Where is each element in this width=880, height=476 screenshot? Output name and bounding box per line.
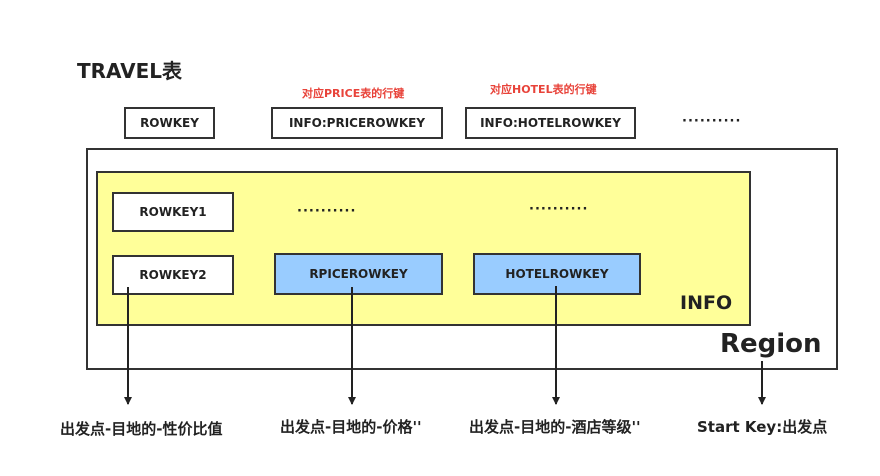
caption-price: 出发点-目地的-价格'' <box>280 418 422 436</box>
note-hotel-rowkey: 对应HOTEL表的行键 <box>490 83 597 96</box>
header-ellipsis: ·········· <box>682 114 742 129</box>
header-info-price-box: INFO:PRICEROWKEY <box>271 107 443 139</box>
caption-region-start-key: Start Key:出发点 <box>697 418 828 436</box>
region-label: Region <box>720 329 822 359</box>
row1-ellipsis-2: ·········· <box>529 202 589 217</box>
header-rowkey-box: ROWKEY <box>124 107 215 139</box>
header-info-hotel-box: INFO:HOTELROWKEY <box>465 107 636 139</box>
region-frame <box>86 148 838 370</box>
diagram-title: TRAVEL表 <box>77 59 183 83</box>
row1-ellipsis-1: ·········· <box>297 204 357 219</box>
rowkey2-box: ROWKEY2 <box>112 255 234 295</box>
caption-hotel: 出发点-目地的-酒店等级'' <box>469 418 641 436</box>
caption-rowkey2: 出发点-目地的-性价比值 <box>60 420 223 438</box>
info-label: INFO <box>680 292 733 314</box>
rowkey1-box: ROWKEY1 <box>112 192 234 232</box>
price-rowkey-cell: RPICEROWKEY <box>274 253 443 295</box>
note-price-rowkey: 对应PRICE表的行键 <box>302 87 405 100</box>
